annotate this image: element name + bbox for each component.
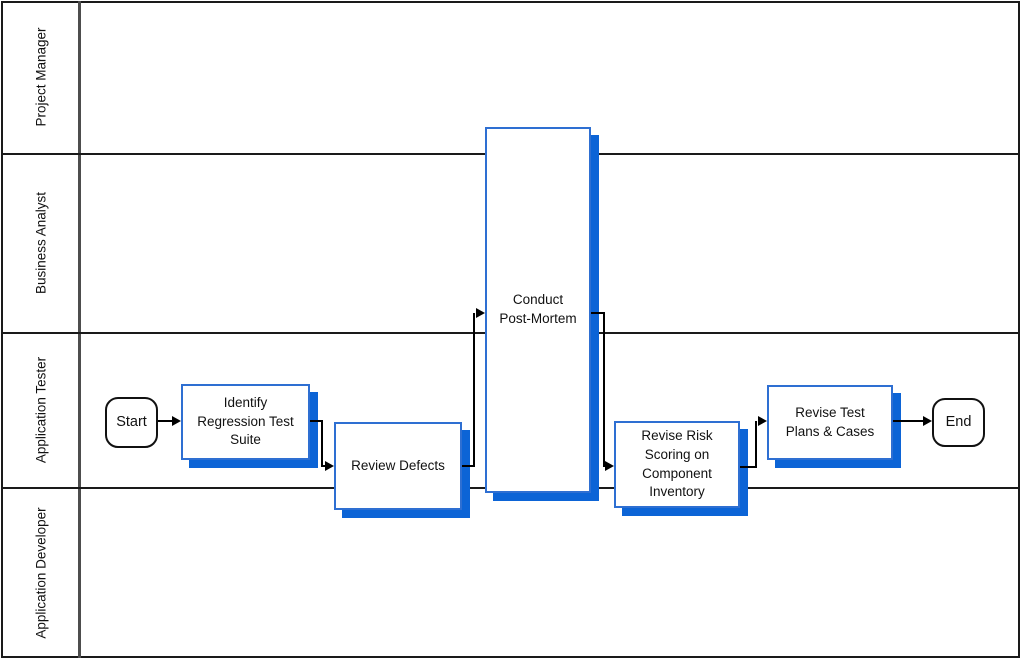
connector-review-conduct bbox=[462, 465, 475, 467]
lane-label-project-manager: Project Manager bbox=[33, 27, 49, 127]
lane-label-application-tester: Application Tester bbox=[33, 356, 49, 464]
process-revise-test-plans: Revise Test Plans & Cases bbox=[767, 385, 893, 460]
arrowhead-icon bbox=[605, 461, 614, 471]
lane-label-business-analyst: Business Analyst bbox=[33, 191, 49, 295]
connector-conduct-risk bbox=[591, 312, 605, 314]
connector-risk-plans bbox=[740, 466, 757, 468]
connector-start-identify bbox=[158, 420, 174, 422]
connector-identify-review bbox=[321, 420, 323, 467]
arrowhead-icon bbox=[476, 308, 485, 318]
process-identify-regression-test-suite: Identify Regression Test Suite bbox=[181, 384, 310, 460]
process-revise-risk-scoring: Revise Risk Scoring on Component Invento… bbox=[614, 421, 740, 508]
end-node: End bbox=[932, 398, 985, 447]
lane-label-divider bbox=[78, 1, 81, 658]
lane-label-application-developer: Application Developer bbox=[33, 507, 49, 639]
connector-risk-plans bbox=[755, 421, 757, 468]
connector-review-conduct bbox=[473, 313, 475, 467]
connector-conduct-risk bbox=[603, 312, 605, 467]
start-node: Start bbox=[105, 397, 158, 448]
connector-identify-review bbox=[310, 420, 323, 422]
connector-plans-end bbox=[893, 420, 924, 422]
arrowhead-icon bbox=[923, 416, 932, 426]
arrowhead-icon bbox=[325, 461, 334, 471]
arrowhead-icon bbox=[172, 416, 181, 426]
connector-identify-review bbox=[321, 465, 327, 467]
arrowhead-icon bbox=[758, 416, 767, 426]
process-conduct-post-mortem: Conduct Post-Mortem bbox=[485, 127, 591, 493]
process-review-defects: Review Defects bbox=[334, 422, 462, 510]
